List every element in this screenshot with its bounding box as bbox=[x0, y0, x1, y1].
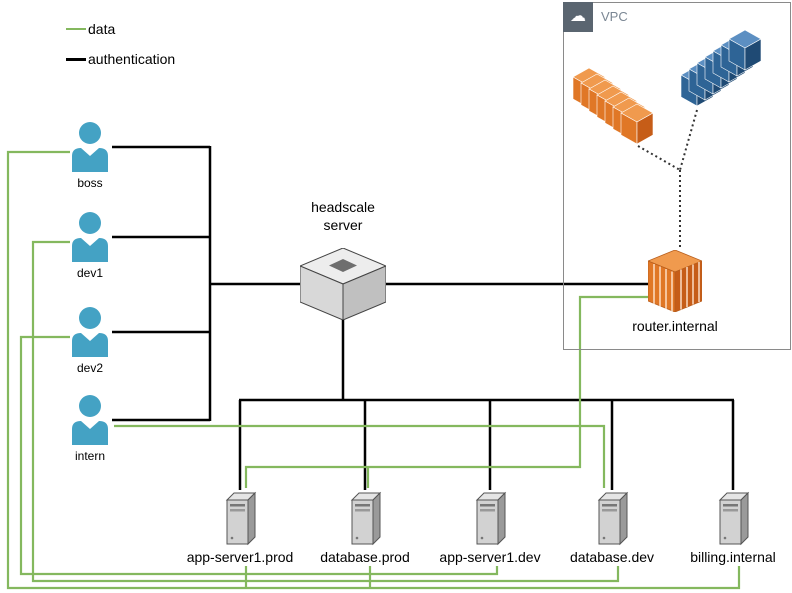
vpc-title: VPC bbox=[601, 9, 628, 24]
user-label: dev1 bbox=[76, 266, 104, 280]
headscale-label-line2: server bbox=[323, 217, 363, 234]
user-boss: boss bbox=[68, 122, 112, 190]
vpc-container bbox=[563, 2, 791, 350]
dotted-edge-blue-junction bbox=[679, 109, 698, 171]
legend-data-label: data bbox=[88, 21, 116, 37]
server-tower-icon bbox=[475, 491, 507, 546]
server-label: database.prod bbox=[320, 549, 410, 565]
user-intern: intern bbox=[68, 395, 112, 463]
user-label: intern bbox=[74, 449, 106, 463]
vpc-cloud-icon: ☁ bbox=[570, 8, 586, 25]
legend-auth-label: authentication bbox=[88, 51, 176, 67]
router-label: router.internal bbox=[632, 318, 718, 334]
server-tower-icon bbox=[350, 491, 382, 546]
auth-line-swatch bbox=[66, 57, 86, 61]
user-icon bbox=[72, 307, 108, 357]
server-label: app-server1.prod bbox=[186, 549, 294, 565]
data-edges bbox=[6, 150, 741, 590]
orange-resource-stack-icon bbox=[573, 68, 653, 144]
dotted-edge-orange-junction bbox=[637, 145, 681, 171]
data-edge-router-prod bbox=[244, 295, 650, 488]
server-database-dev: database.dev bbox=[547, 490, 677, 565]
server-label: app-server1.dev bbox=[439, 549, 541, 565]
server-app-server1-dev: app-server1.dev bbox=[425, 490, 555, 565]
user-label: dev2 bbox=[76, 361, 104, 375]
vpc-dotted-edges bbox=[637, 109, 698, 249]
vpc-icon-tile: ☁ bbox=[563, 2, 593, 32]
user-dev2: dev2 bbox=[68, 307, 112, 375]
server-tower-icon bbox=[718, 491, 750, 546]
server-app-server1-prod: app-server1.prod bbox=[175, 490, 305, 565]
legend-item-authentication: authentication bbox=[66, 51, 175, 67]
user-dev1: dev1 bbox=[68, 212, 112, 280]
auth-edges bbox=[112, 145, 735, 490]
user-icon bbox=[72, 212, 108, 262]
router-icon bbox=[648, 250, 702, 312]
data-edge-dev2 bbox=[19, 335, 499, 576]
server-database-prod: database.prod bbox=[300, 490, 430, 565]
user-icon bbox=[72, 395, 108, 445]
server-label: billing.internal bbox=[690, 549, 776, 565]
data-edge-dev1 bbox=[31, 240, 620, 583]
data-line-swatch bbox=[66, 27, 86, 31]
blue-resource-stack-icon bbox=[681, 30, 761, 106]
server-billing-internal: billing.internal bbox=[668, 490, 792, 565]
user-label: boss bbox=[77, 176, 103, 190]
server-label: database.dev bbox=[569, 549, 655, 565]
data-edge-intern bbox=[114, 424, 606, 488]
server-tower-icon bbox=[597, 491, 629, 546]
headscale-label-line1: headscale bbox=[311, 199, 375, 215]
user-icon bbox=[72, 122, 108, 172]
headscale-label: headscale server bbox=[287, 198, 399, 234]
legend-item-data: data bbox=[66, 21, 115, 37]
server-tower-icon bbox=[225, 491, 257, 546]
headscale-server-icon bbox=[300, 248, 386, 320]
data-edge-boss bbox=[6, 150, 741, 590]
